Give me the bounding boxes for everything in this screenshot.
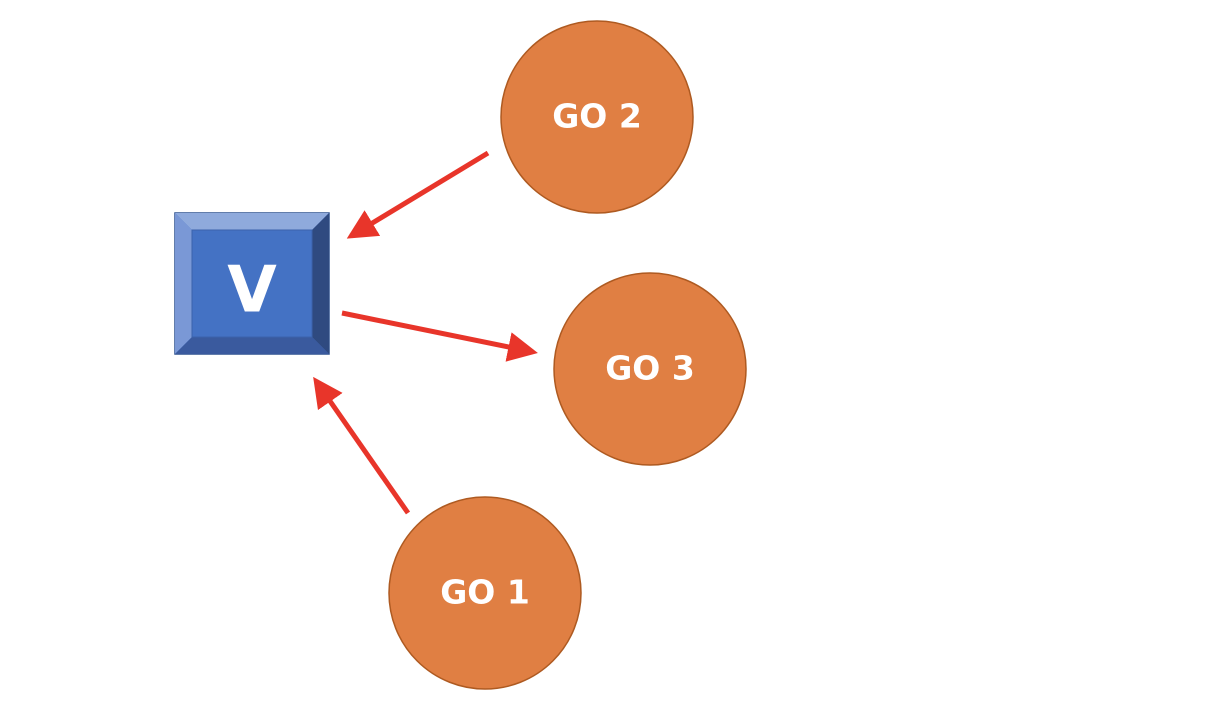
go-node-3-label: GO 3 (605, 349, 695, 388)
go-node-1-label: GO 1 (440, 573, 530, 612)
go-node-2-label: GO 2 (552, 97, 642, 136)
go-node-3[interactable]: GO 3 (553, 272, 747, 466)
arrow-v-to-go3 (341, 310, 538, 362)
v-node-label: V (227, 254, 277, 328)
v-node[interactable]: V (174, 212, 330, 355)
go-node-1[interactable]: GO 1 (388, 496, 582, 690)
arrow-go1-to-v (313, 376, 411, 515)
arrow-go2-to-v (346, 150, 490, 239)
go-node-2[interactable]: GO 2 (500, 20, 694, 214)
